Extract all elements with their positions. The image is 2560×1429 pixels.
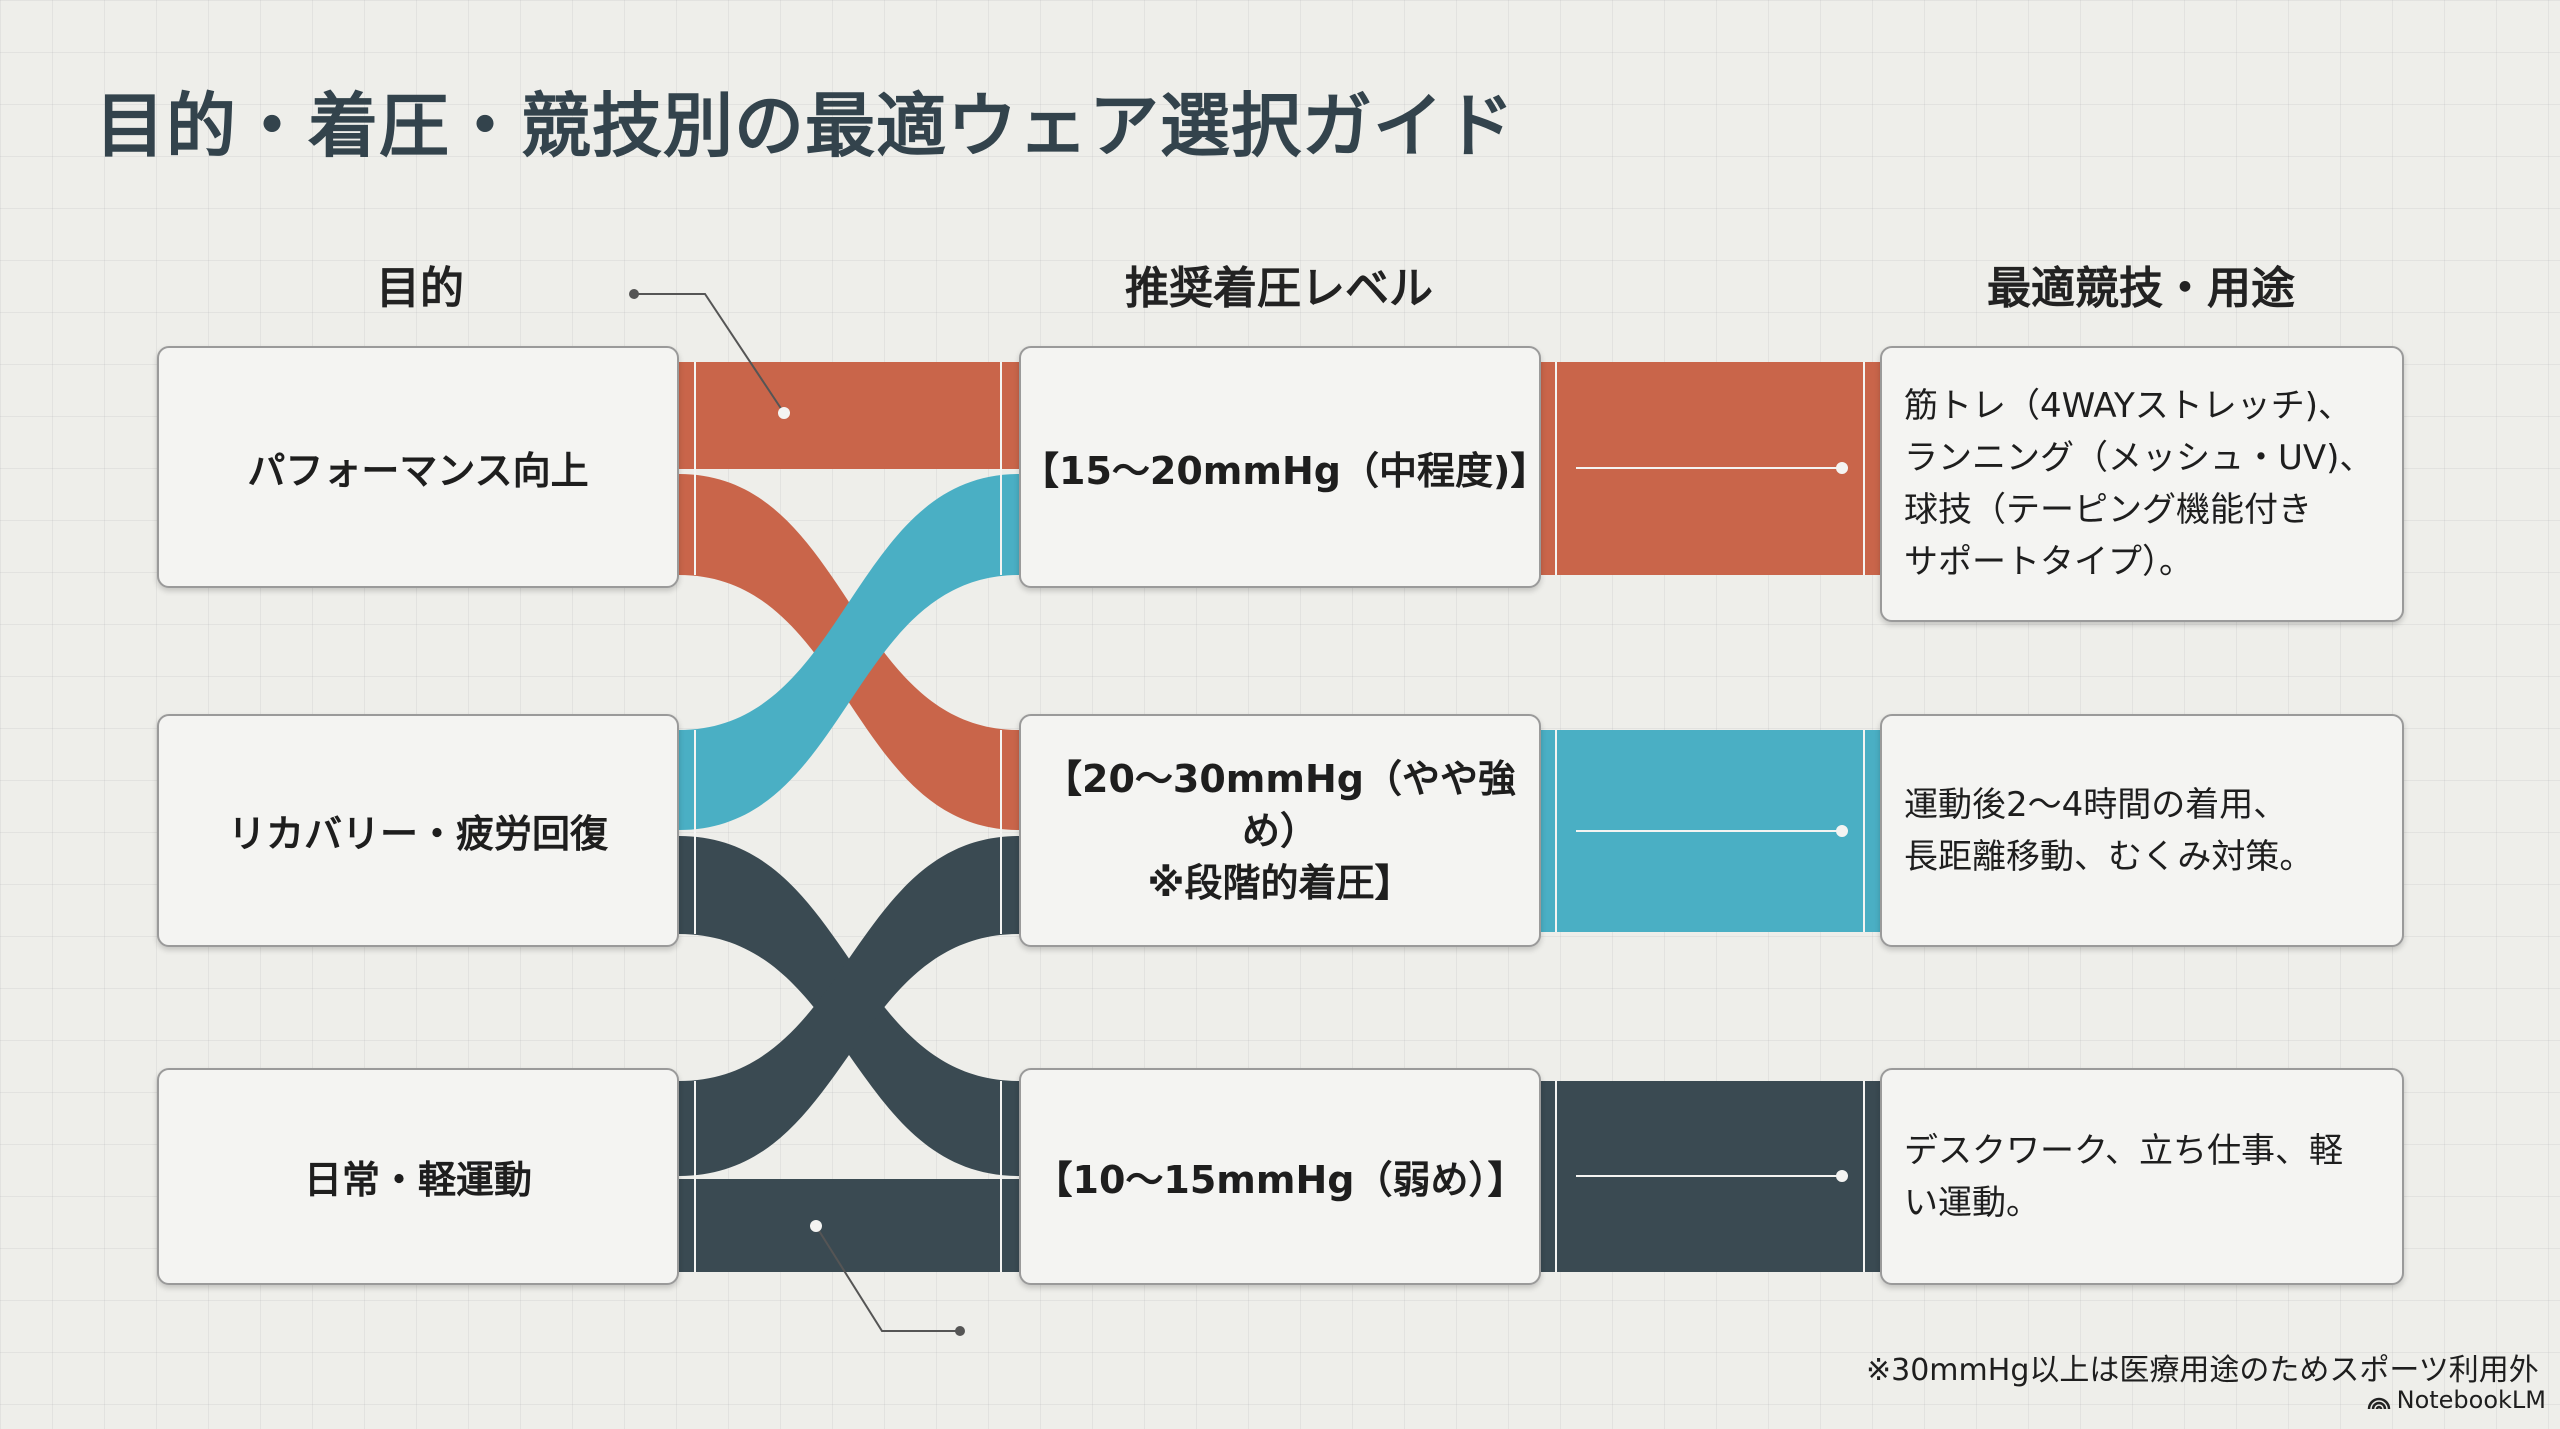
level-box-weak: 【10〜15mmHg（弱め）】 (1019, 1068, 1541, 1285)
use-line: い運動。 (1904, 1182, 2040, 1223)
level-sublabel: ※段階的着圧】 (1147, 860, 1413, 905)
purpose-label: パフォーマンス向上 (247, 448, 589, 493)
level-label: 【10〜15mmHg（弱め）】 (1034, 1158, 1526, 1202)
level-box-moderate: 【15〜20mmHg（中程度)】 (1019, 346, 1549, 588)
level-label: 【15〜20mmHg（中程度)】 (1021, 448, 1549, 493)
level-box-strong: 【20〜30mmHg（やや強め） ※段階的着圧】 (1019, 714, 1541, 947)
column-header-pressure: 推奨着圧レベル (1125, 263, 1433, 314)
purpose-label: リカバリー・疲労回復 (227, 812, 608, 856)
use-line: サポートタイプ）。 (1904, 542, 2193, 582)
brand-label: NotebookLM (2396, 1386, 2546, 1414)
use-line: デスクワーク、立ち仕事、軽 (1904, 1130, 2343, 1171)
purpose-box-performance: パフォーマンス向上 (157, 346, 679, 588)
use-box-daily: デスクワーク、立ち仕事、軽い運動。 (1880, 1068, 2404, 1285)
use-box-recovery: 運動後2〜4時間の着用、長距離移動、むくみ対策。 (1880, 714, 2404, 947)
use-line: 運動後2〜4時間の着用、 (1904, 784, 2288, 825)
flow-recovery-to-mid (679, 474, 1019, 830)
purpose-box-daily: 日常・軽運動 (157, 1068, 679, 1285)
use-line: 長距離移動、むくみ対策。 (1904, 836, 2314, 877)
brand-watermark: NotebookLM (2367, 1386, 2546, 1414)
purpose-box-recovery: リカバリー・疲労回復 (157, 714, 679, 947)
flow-daily-to-strong (679, 836, 1019, 1176)
footnote: ※30mmHg以上は医療用途のためスポーツ利用外 (1866, 1353, 2539, 1388)
use-line: 球技（テーピング機能付き (1904, 490, 2312, 530)
use-line: 筋トレ（4WAYストレッチ)、 (1904, 386, 2353, 426)
column-header-use: 最適競技・用途 (1987, 263, 2295, 314)
flow-daily-to-weak (679, 1179, 1019, 1272)
use-line: ランニング（メッシュ・UV)、 (1904, 438, 2374, 478)
flow-performance-to-mid (679, 362, 1019, 469)
page-title: 目的・着圧・競技別の最適ウェア選択ガイド (95, 85, 1515, 167)
annotation-lines (634, 293, 960, 1332)
purpose-label: 日常・軽運動 (303, 1158, 532, 1202)
level-label: 【20〜30mmHg（やや強め） (1044, 756, 1516, 853)
column-header-purpose: 目的 (376, 263, 464, 314)
notebooklm-logo-icon (2367, 1397, 2390, 1410)
use-box-performance: 筋トレ（4WAYストレッチ)、ランニング（メッシュ・UV)、球技（テーピング機能… (1880, 346, 2404, 622)
